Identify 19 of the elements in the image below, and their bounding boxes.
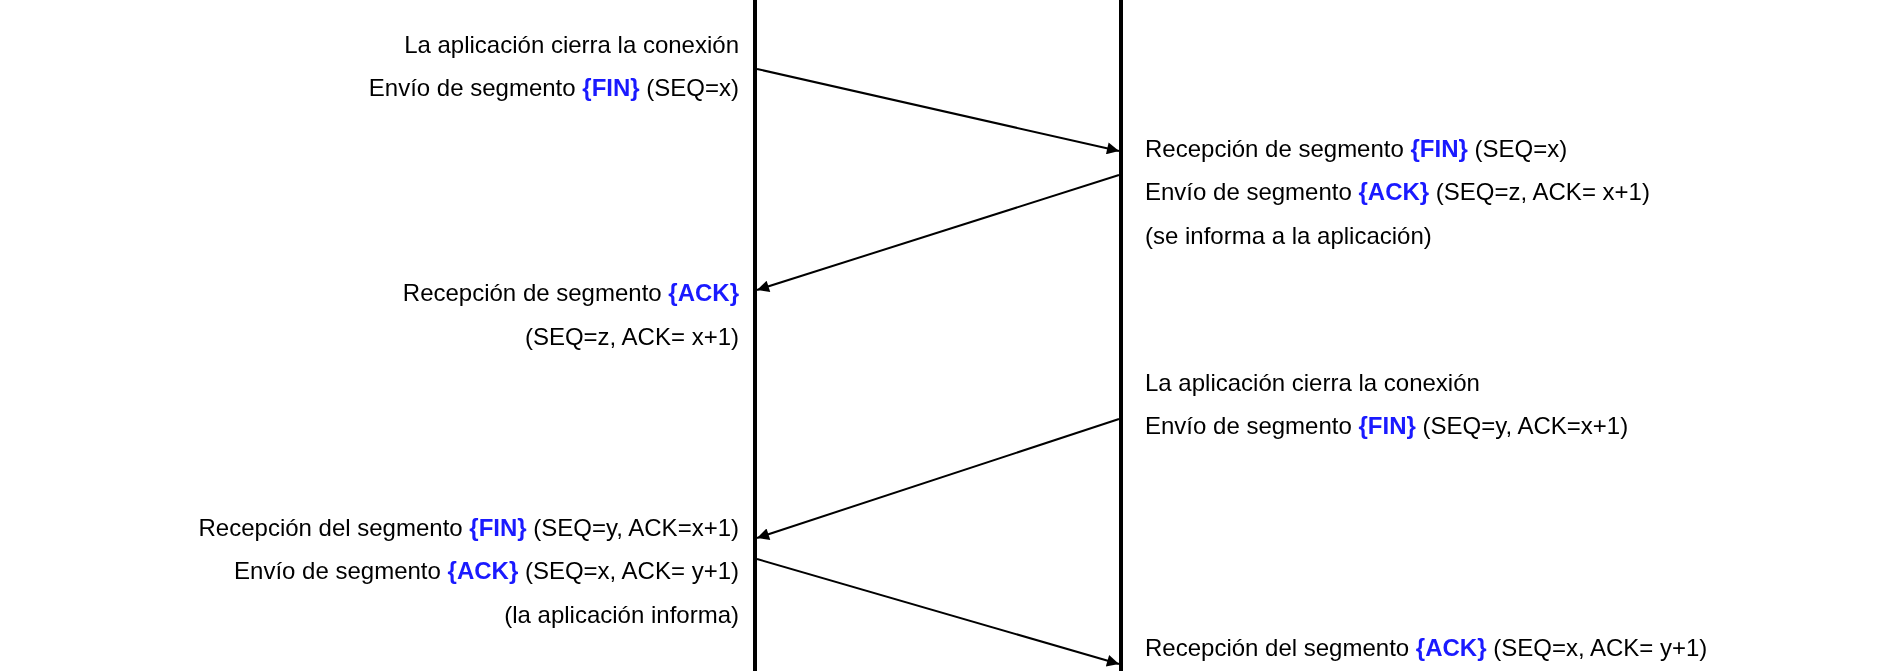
message-text: Envío de segmento {ACK} (SEQ=z, ACK= x+1) — [1145, 177, 1650, 207]
message-text: La aplicación cierra la conexión — [1145, 368, 1480, 398]
message-text: Recepción de segmento {ACK} — [402, 278, 739, 308]
arrow — [756, 68, 1120, 155]
message-text: (se informa a la aplicación) — [1145, 221, 1432, 251]
message-text: Envío de segmento {ACK} (SEQ=x, ACK= y+1) — [234, 556, 739, 586]
message-text: Recepción de segmento {FIN} (SEQ=x) — [1145, 134, 1568, 164]
arrow — [756, 174, 1120, 293]
message-text: Envío de segmento {FIN} (SEQ=y, ACK=x+1) — [1145, 411, 1629, 441]
message-text: Recepción del segmento {FIN} (SEQ=y, ACK=x+1) — [198, 513, 739, 543]
message-text: (SEQ=z, ACK= x+1) — [524, 322, 739, 352]
message-text: Envío de segmento {FIN} (SEQ=x) — [368, 73, 739, 103]
lifeline — [1119, 0, 1123, 671]
message-text: (la aplicación informa) — [504, 600, 739, 630]
message-text: Recepción del segmento {ACK} (SEQ=x, ACK= y+1) — [1145, 633, 1708, 663]
message-text: La aplicación cierra la conexión — [404, 30, 739, 60]
arrow — [756, 558, 1120, 667]
lifeline — [753, 0, 757, 671]
arrow — [756, 418, 1120, 540]
